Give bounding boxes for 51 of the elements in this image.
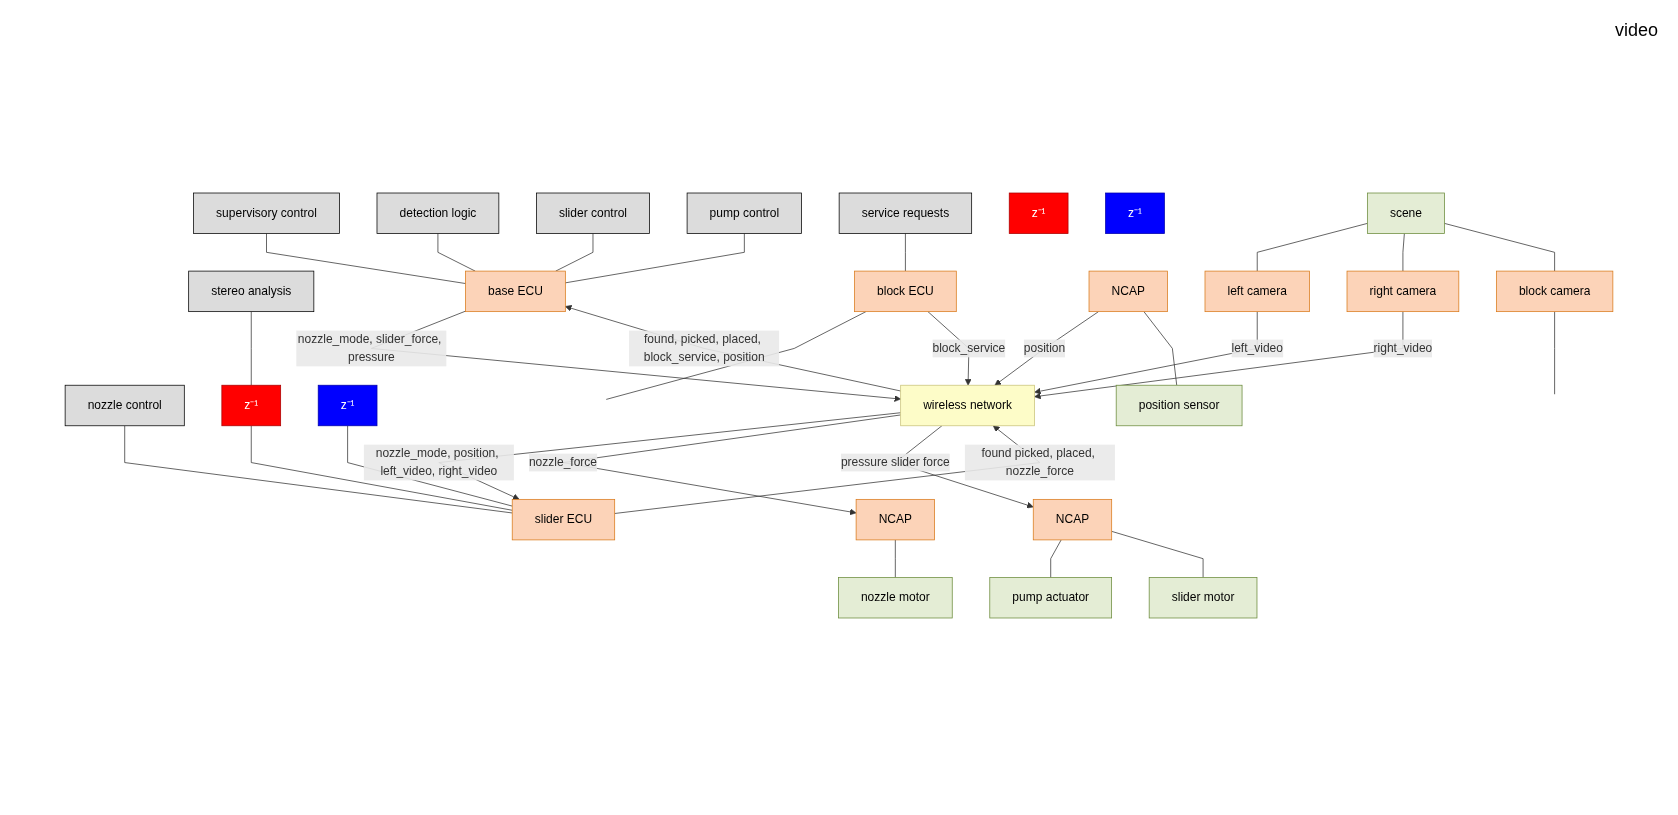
node-box: nozzle control (64, 384, 185, 427)
connector (1111, 530, 1204, 578)
connector (894, 539, 896, 578)
connector (564, 233, 745, 284)
connector (266, 233, 466, 284)
node-box: supervisory control (193, 192, 340, 234)
edge-label: nozzle_mode, position, left_video, right_video (375, 446, 499, 478)
node-box: z⁻¹ (221, 384, 282, 427)
node-box: slider ECU (511, 499, 616, 541)
node-box: scene (1367, 192, 1445, 234)
edge-label: nozzle_mode, slider_force, pressure (297, 332, 442, 364)
node-box: pump actuator (989, 577, 1112, 619)
connector (1402, 233, 1405, 272)
edge-label: left_video (1231, 341, 1283, 355)
node-box: NCAP (855, 499, 935, 541)
node-box: NCAP (1088, 270, 1168, 312)
node-box: slider motor (1148, 577, 1258, 619)
note-text: video (1614, 20, 1658, 41)
node-box: detection logic (376, 192, 500, 234)
node-box: block ECU (854, 270, 957, 312)
edge-label: found, picked, placed, block_service, position (643, 332, 765, 364)
node-box: nozzle motor (838, 577, 953, 619)
node-box: service requests (838, 192, 973, 234)
edge-label: position (1023, 341, 1066, 355)
node-box: stereo analysis (188, 270, 315, 312)
node-box: slider control (536, 192, 650, 234)
node-box: NCAP (1032, 499, 1113, 541)
node-box: z⁻¹ (1008, 192, 1069, 234)
connector (250, 311, 252, 386)
node-box: wireless network (900, 384, 1035, 427)
node-box: z⁻¹ (317, 384, 378, 427)
connector (437, 233, 476, 272)
edge-label: pressure slider force (840, 455, 950, 469)
node-box: block camera (1496, 270, 1614, 312)
connector (1256, 223, 1368, 272)
connector (1554, 311, 1555, 395)
connector (555, 233, 594, 272)
node-box: base ECU (465, 270, 566, 312)
edge-label: block_service (932, 341, 1006, 355)
node-box: z⁻¹ (1105, 192, 1165, 234)
connector (1050, 539, 1062, 578)
node-box: right camera (1346, 270, 1460, 312)
node-box: pump control (686, 192, 802, 234)
edge-label: right_video (1373, 341, 1433, 355)
edge-label: found picked, placed, nozzle_force (981, 446, 1095, 478)
connector (1143, 311, 1178, 386)
node-box: left camera (1204, 270, 1310, 312)
node-box: position sensor (1115, 384, 1243, 427)
connector (905, 233, 906, 272)
connector (1444, 223, 1555, 272)
edge-label: nozzle_force (528, 455, 598, 469)
